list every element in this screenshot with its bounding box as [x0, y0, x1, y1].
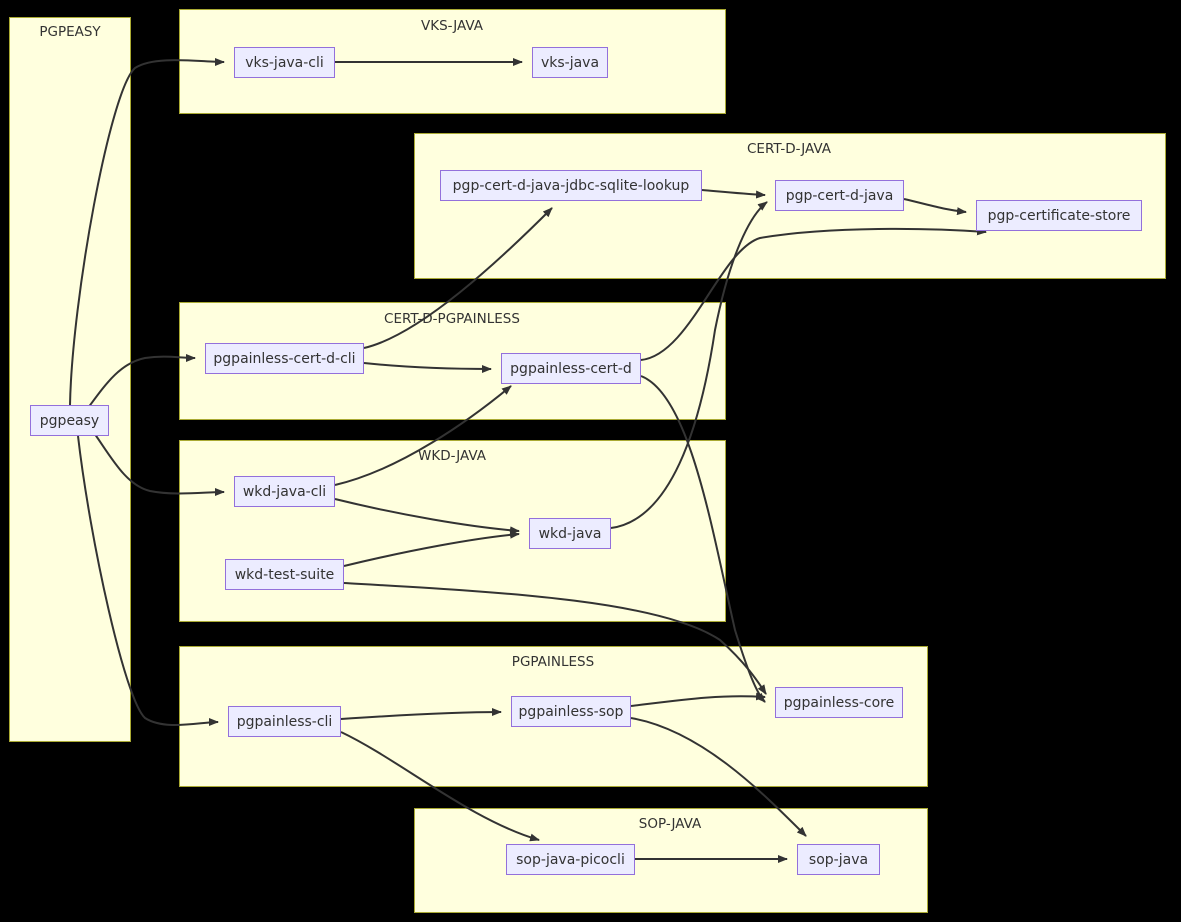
cluster-label-pgpeasy: PGPEASY — [39, 24, 101, 40]
cluster-wkd-java — [179, 440, 726, 622]
node-pgp-cert-d-java-jdbc-sqlite-lookup[interactable]: pgp-cert-d-java-jdbc-sqlite-lookup — [440, 170, 702, 201]
cluster-pgpeasy — [9, 17, 131, 742]
node-vks-java[interactable]: vks-java — [532, 47, 608, 78]
node-pgp-certificate-store[interactable]: pgp-certificate-store — [976, 200, 1142, 231]
node-pgp-cert-d-java[interactable]: pgp-cert-d-java — [775, 180, 904, 211]
node-wkd-java-cli[interactable]: wkd-java-cli — [234, 476, 335, 507]
node-pgpainless-cert-d-cli[interactable]: pgpainless-cert-d-cli — [205, 343, 364, 374]
node-wkd-java[interactable]: wkd-java — [529, 518, 611, 549]
node-pgpainless-core[interactable]: pgpainless-core — [775, 687, 903, 718]
node-sop-java-picocli[interactable]: sop-java-picocli — [506, 844, 635, 875]
node-pgpainless-sop[interactable]: pgpainless-sop — [511, 696, 631, 727]
cluster-label-cert-d-java: CERT-D-JAVA — [747, 141, 831, 157]
node-sop-java[interactable]: sop-java — [797, 844, 880, 875]
node-wkd-test-suite[interactable]: wkd-test-suite — [225, 559, 344, 590]
cluster-label-pgpainless: PGPAINLESS — [511, 654, 595, 670]
node-pgpainless-cert-d[interactable]: pgpainless-cert-d — [501, 353, 641, 384]
cluster-label-sop-java: SOP-JAVA — [638, 816, 702, 832]
cluster-label-vks-java: VKS-JAVA — [420, 18, 484, 34]
node-vks-java-cli[interactable]: vks-java-cli — [234, 47, 335, 78]
cluster-label-cert-d-pgpainless: CERT-D-PGPAINLESS — [384, 311, 520, 327]
cluster-label-wkd-java: WKD-JAVA — [418, 448, 486, 464]
node-pgpeasy[interactable]: pgpeasy — [30, 405, 109, 436]
node-pgpainless-cli[interactable]: pgpainless-cli — [228, 706, 341, 737]
